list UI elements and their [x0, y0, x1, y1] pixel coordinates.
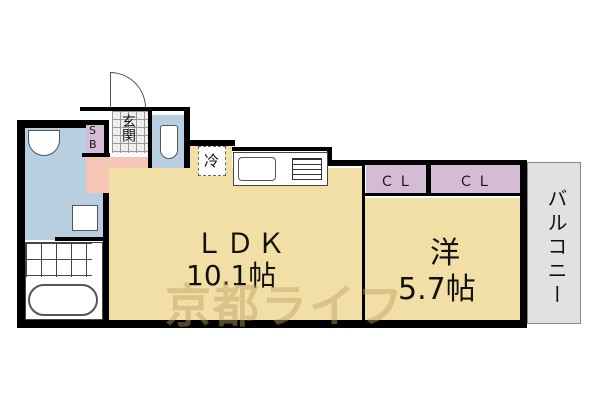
entrance-wall-bottom — [82, 153, 110, 157]
western-room — [365, 198, 523, 320]
shoe-box-label: SB — [89, 124, 97, 151]
balcony-label: バルコニー — [544, 188, 568, 308]
washing-machine-icon — [72, 205, 98, 231]
ldk-west-divider — [362, 166, 365, 326]
closet-1-label: ＣＬ — [380, 174, 416, 190]
entrance-wall-top — [80, 107, 190, 111]
kitchen-sink-icon — [238, 157, 276, 181]
ldk-wall-top-c — [330, 160, 365, 166]
toilet-wall — [148, 108, 152, 200]
ldk-size: 10.1帖 — [186, 259, 277, 292]
entrance — [112, 111, 148, 153]
fridge-space — [198, 146, 226, 176]
sink-icon — [28, 130, 60, 156]
fridge-label: 冷 — [204, 152, 220, 170]
outer-wall-top-left — [17, 120, 109, 128]
wash-bath-wall — [55, 237, 105, 241]
western-room-size: 5.7帖 — [398, 272, 476, 307]
closet-divider — [426, 165, 431, 195]
closet-2 — [431, 165, 523, 193]
toilet-wall-right — [184, 108, 190, 200]
entrance-label: 玄関 — [120, 114, 136, 142]
outer-wall-bottom — [17, 320, 527, 328]
closet-bottom — [365, 193, 523, 196]
ldk-room — [109, 168, 362, 320]
western-wall-top — [362, 160, 527, 165]
outer-wall-left — [17, 120, 25, 328]
toilet-icon — [160, 125, 178, 159]
balcony — [527, 162, 581, 324]
ldk-wall-step — [327, 150, 332, 166]
western-wall-right — [520, 160, 527, 328]
bath-right-wall — [103, 128, 109, 328]
bathtub-icon — [28, 284, 98, 316]
ldk-wall-top-b — [232, 147, 332, 151]
entry-door-swing — [110, 72, 146, 108]
western-room-name: 洋 — [430, 236, 460, 271]
closet-2-label: ＣＬ — [459, 174, 495, 190]
watermark: 京都ライフ — [165, 279, 405, 333]
bath-tile-grid — [26, 243, 92, 277]
stove-icon — [292, 158, 322, 180]
ldk-name: ＬＤＫ — [195, 227, 289, 260]
ldk-wall-top-a — [190, 140, 235, 146]
shoe-box — [86, 125, 104, 153]
closet-1 — [366, 165, 426, 193]
